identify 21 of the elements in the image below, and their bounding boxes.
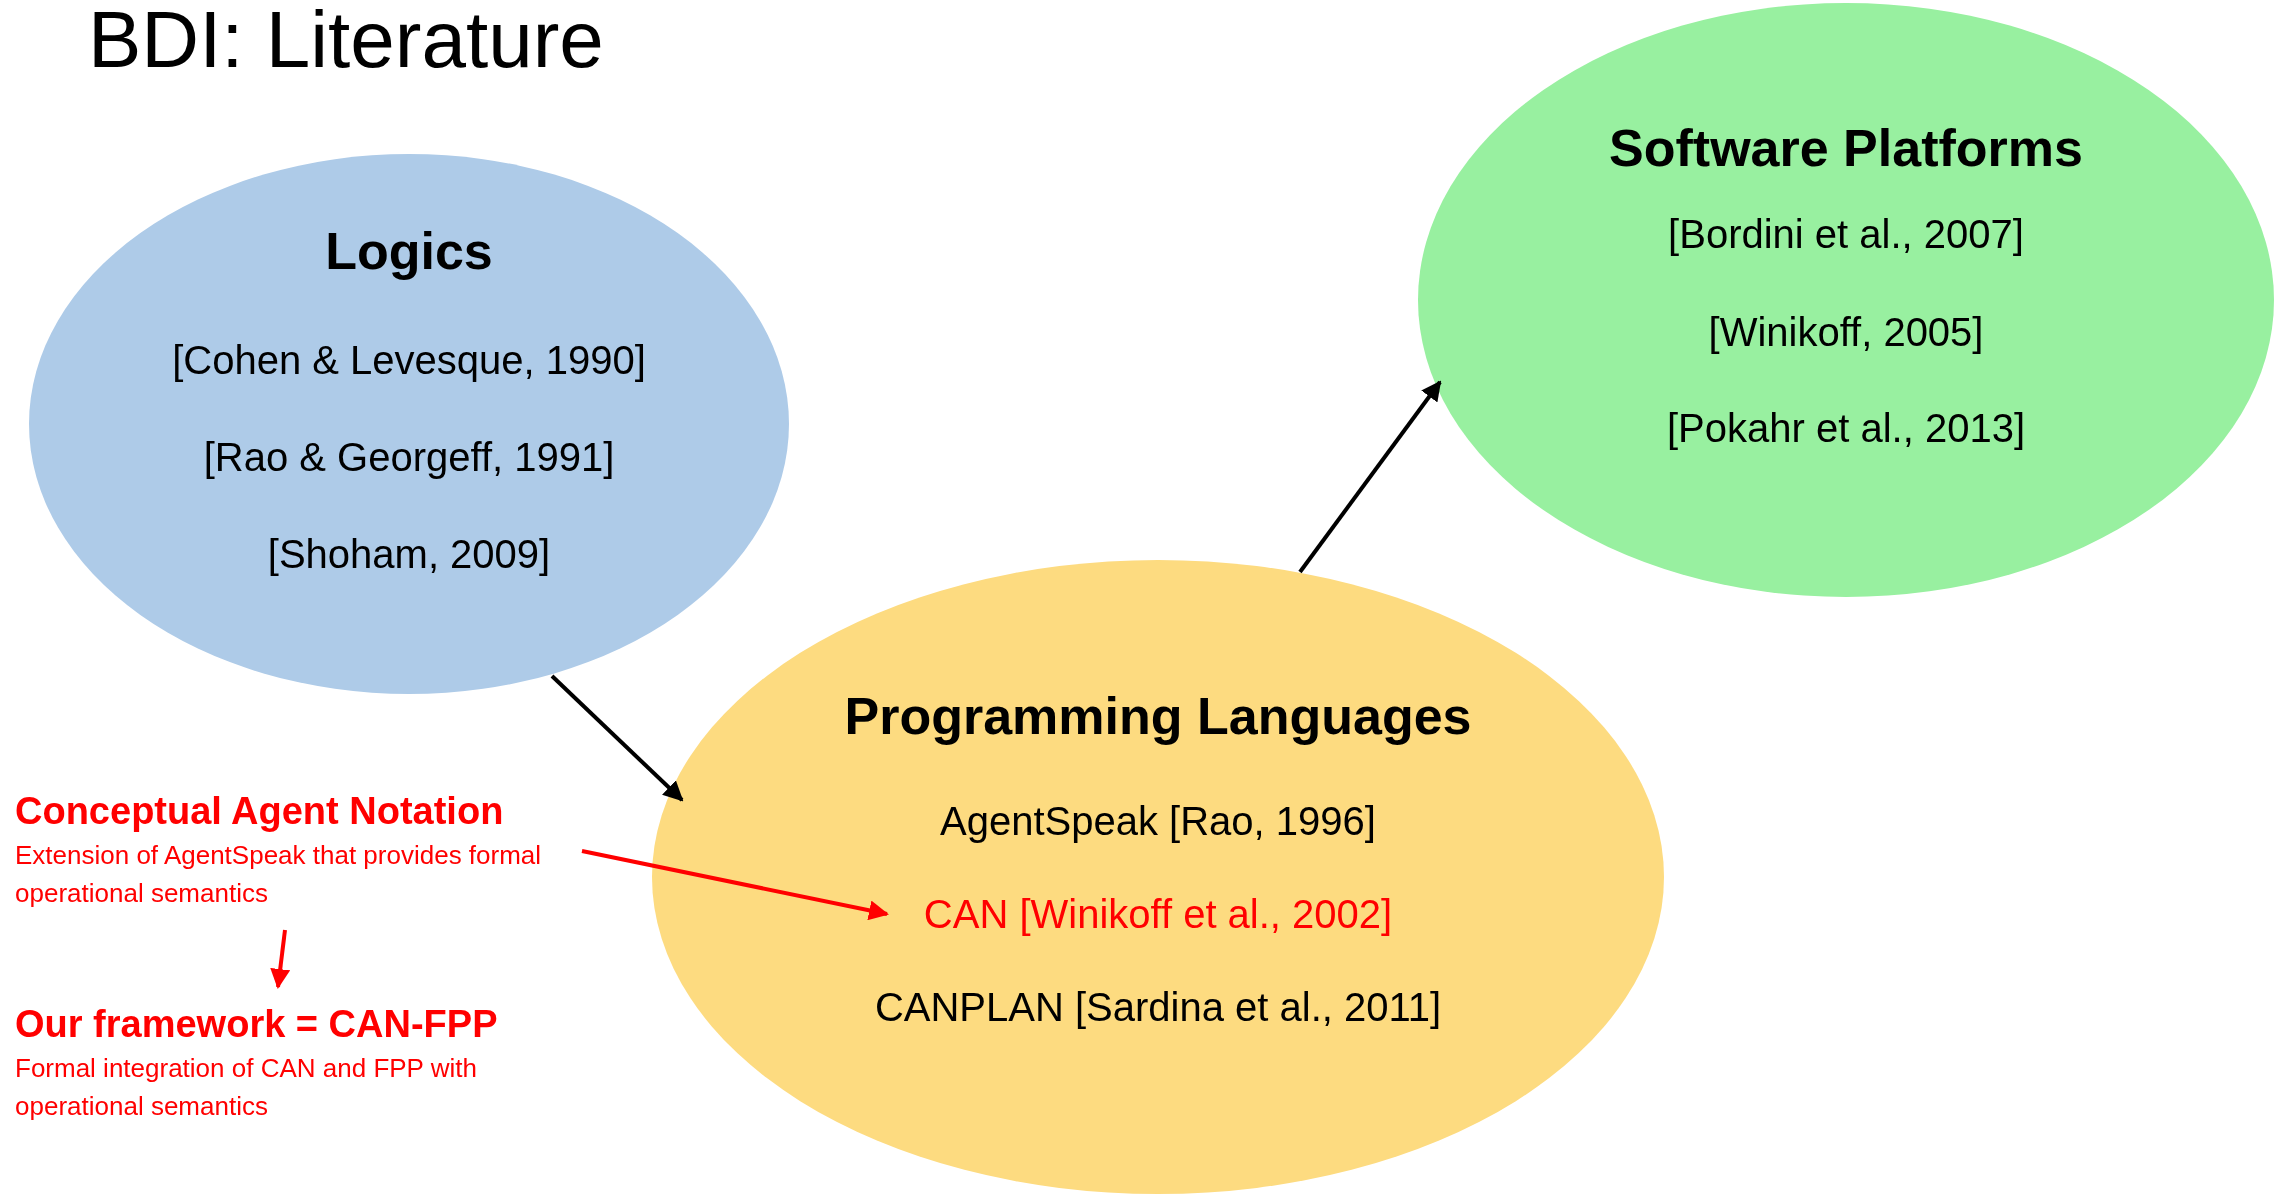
slide-title: BDI: Literature <box>88 0 604 86</box>
heading: Programming Languages <box>844 686 1472 746</box>
note-text: Formal integration of CAN and FPP with operational semantics <box>15 1052 478 1123</box>
citation: [Bordini et al., 2007] <box>1668 211 2024 257</box>
citation: AgentSpeak [Rao, 1996] <box>940 798 1376 844</box>
arrow <box>581 849 889 921</box>
note-text: Extension of AgentSpeak that provides formal operational semantics <box>15 839 543 910</box>
heading: Logics <box>325 221 493 281</box>
citation: CANPLAN [Sardina et al., 2011] <box>874 984 1442 1030</box>
citation: [Winikoff, 2005] <box>1708 309 1984 355</box>
note-heading: Our framework = CAN-FPP <box>15 1003 499 1046</box>
arrow <box>1298 380 1442 574</box>
citation: [Rao & Georgeff, 1991] <box>203 434 615 480</box>
arrow <box>270 929 291 989</box>
note-heading: Conceptual Agent Notation <box>15 790 505 833</box>
citation: [Shoham, 2009] <box>267 531 551 577</box>
heading: Software Platforms <box>1609 118 2083 178</box>
citation: [Cohen & Levesque, 1990] <box>172 337 646 383</box>
citation: CAN [Winikoff et al., 2002] <box>923 891 1393 937</box>
arrow <box>550 674 684 802</box>
citation: [Pokahr et al., 2013] <box>1667 405 2025 451</box>
